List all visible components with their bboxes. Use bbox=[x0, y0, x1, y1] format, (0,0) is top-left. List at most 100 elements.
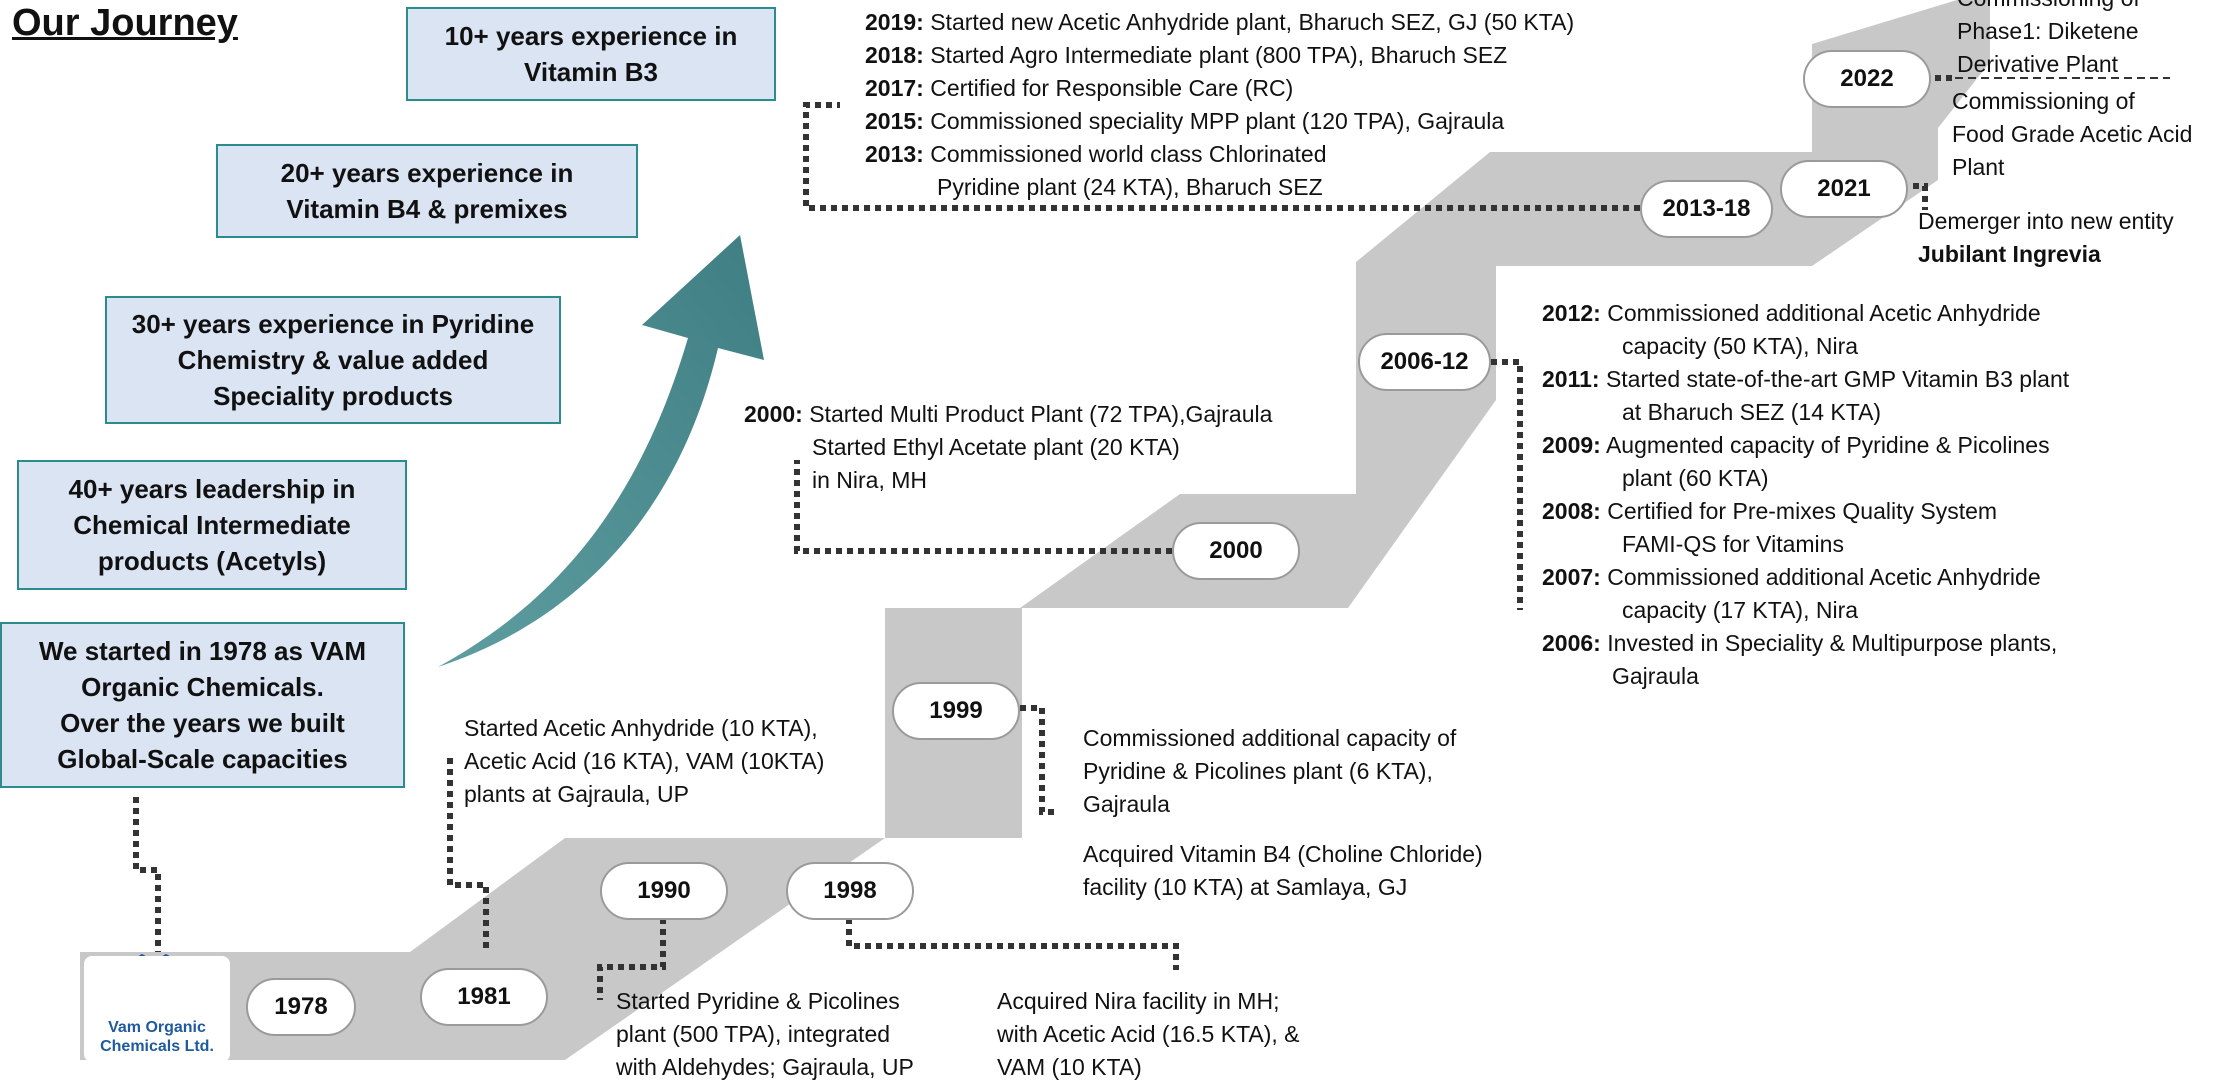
note-year: 2006: bbox=[1542, 630, 1601, 656]
note-line: Started state-of-the-art GMP Vitamin B3 … bbox=[1605, 366, 2070, 392]
connector-1978 bbox=[133, 797, 161, 952]
note-line: Commissioning of bbox=[1952, 88, 2135, 114]
connector-2013 bbox=[803, 102, 1640, 211]
note-2022-food-grade: Commissioning of Food Grade Acetic Acid … bbox=[1952, 85, 2192, 184]
note-year: 2012: bbox=[1542, 300, 1601, 326]
connector-2021 bbox=[1913, 183, 1928, 210]
note-line: at Bharuch SEZ (14 KTA) bbox=[1622, 399, 1882, 425]
experience-box-origin: We started in 1978 as VAM Organic Chemic… bbox=[0, 622, 405, 788]
note-line: Acquired Nira facility in MH; bbox=[997, 988, 1280, 1014]
connector-1990 bbox=[597, 918, 666, 1000]
note-year: 2007: bbox=[1542, 564, 1601, 590]
note-line: Commissioned world class Chlorinated bbox=[930, 141, 1327, 167]
year-pill-1978: 1978 bbox=[246, 978, 356, 1036]
note-line: Derivative Plant bbox=[1957, 51, 2119, 77]
note-line: Certified for Responsible Care (RC) bbox=[930, 75, 1294, 101]
year-pill-1981: 1981 bbox=[420, 968, 548, 1026]
year-pill-1998: 1998 bbox=[786, 862, 914, 920]
note-line: Commissioned additional capacity of bbox=[1083, 725, 1457, 751]
note-line: Started Ethyl Acetate plant (20 KTA) bbox=[812, 434, 1180, 460]
logo-text-line: Vam Organic bbox=[108, 1019, 206, 1036]
year-pill-2013-18: 2013-18 bbox=[1640, 180, 1773, 238]
connector-2000 bbox=[794, 460, 1172, 554]
note-line: Demerger into new entity bbox=[1918, 208, 2174, 234]
note-1981: Started Acetic Anhydride (10 KTA), Aceti… bbox=[464, 712, 824, 811]
box-line: 30+ years experience in Pyridine bbox=[131, 309, 535, 339]
timeline-staircase bbox=[80, 0, 1990, 1060]
note-year: 2018: bbox=[865, 42, 924, 68]
note-line: Pyridine & Picolines plant (6 KTA), bbox=[1083, 758, 1433, 784]
box-line: products (Acetyls) bbox=[97, 546, 327, 576]
note-line: Plant bbox=[1952, 154, 2005, 180]
note-line: plants at Gajraula, UP bbox=[464, 781, 690, 807]
note-1998: Acquired Nira facility in MH; with Aceti… bbox=[997, 985, 1300, 1084]
experience-box-vitamin-b4: 20+ years experience in Vitamin B4 & pre… bbox=[216, 144, 638, 238]
box-line: 40+ years leadership in bbox=[68, 474, 356, 504]
note-line: Food Grade Acetic Acid bbox=[1952, 121, 2193, 147]
note-line: Started Acetic Anhydride (10 KTA), bbox=[464, 715, 818, 741]
connector-1999 bbox=[1020, 705, 1058, 815]
note-2022-diketene: Commissioning of Phase1: Diketene Deriva… bbox=[1957, 0, 2140, 81]
box-line: We started in 1978 as VAM bbox=[38, 636, 367, 666]
note-line: Commissioned additional Acetic Anhydride bbox=[1607, 564, 2041, 590]
box-line: Chemical Intermediate bbox=[73, 510, 351, 540]
note-line: Acquired Vitamin B4 (Choline Chloride) bbox=[1083, 841, 1483, 867]
box-line: Organic Chemicals. bbox=[81, 672, 324, 702]
year-pill-2021: 2021 bbox=[1780, 160, 1908, 218]
logo-text-line: Chemicals Ltd. bbox=[100, 1038, 214, 1055]
box-line: Vitamin B3 bbox=[524, 57, 658, 87]
note-line: Started Agro Intermediate plant (800 TPA… bbox=[930, 42, 1508, 68]
experience-box-vitamin-b3: 10+ years experience in Vitamin B3 bbox=[406, 7, 776, 101]
note-line: Commissioned speciality MPP plant (120 T… bbox=[930, 108, 1505, 134]
box-line: 10+ years experience in bbox=[444, 21, 738, 51]
note-year: 2019: bbox=[865, 9, 924, 35]
experience-box-acetyls: 40+ years leadership in Chemical Interme… bbox=[17, 460, 407, 590]
note-2013-18: 2019: Started new Acetic Anhydride plant… bbox=[865, 6, 1574, 204]
company-logo: Vam Organic Chemicals Ltd. bbox=[84, 956, 230, 1062]
year-pill-2022: 2022 bbox=[1803, 50, 1931, 108]
note-line: Pyridine plant (24 KTA), Bharuch SEZ bbox=[937, 174, 1323, 200]
note-line: with Aldehydes; Gajraula, UP bbox=[616, 1054, 914, 1080]
note-1990: Started Pyridine & Picolines plant (500 … bbox=[616, 985, 914, 1084]
note-line: Commissioned additional Acetic Anhydride bbox=[1607, 300, 2041, 326]
note-line: VAM (10 KTA) bbox=[997, 1054, 1142, 1080]
note-line: in Nira, MH bbox=[812, 467, 928, 493]
note-year: 2008: bbox=[1542, 498, 1601, 524]
note-line: Certified for Pre-mixes Quality System bbox=[1607, 498, 1998, 524]
note-year: 2011: bbox=[1542, 366, 1600, 392]
note-1999-acquired: Acquired Vitamin B4 (Choline Chloride) f… bbox=[1083, 838, 1483, 904]
note-year: 2017: bbox=[865, 75, 924, 101]
year-pill-2000: 2000 bbox=[1172, 522, 1300, 580]
year-pill-2006-12: 2006-12 bbox=[1358, 333, 1491, 391]
connector-1981 bbox=[447, 758, 489, 952]
note-line: Gajraula bbox=[1612, 663, 1699, 689]
note-line: Started new Acetic Anhydride plant, Bhar… bbox=[930, 9, 1575, 35]
note-1999-commissioned: Commissioned additional capacity of Pyri… bbox=[1083, 722, 1456, 821]
note-line: facility (10 KTA) at Samlaya, GJ bbox=[1083, 874, 1408, 900]
note-line: Phase1: Diketene bbox=[1957, 18, 2139, 44]
note-year: 2013: bbox=[865, 141, 924, 167]
box-line: Speciality products bbox=[213, 381, 453, 411]
note-year: 2015: bbox=[865, 108, 924, 134]
note-line: Augmented capacity of Pyridine & Picolin… bbox=[1605, 432, 2050, 458]
note-2021: Demerger into new entity Jubilant Ingrev… bbox=[1918, 205, 2174, 271]
note-line: with Acetic Acid (16.5 KTA), & bbox=[997, 1021, 1300, 1047]
note-line: Gajraula bbox=[1083, 791, 1170, 817]
note-line: Started Pyridine & Picolines bbox=[616, 988, 900, 1014]
note-line: Started Multi Product Plant (72 TPA),Gaj… bbox=[809, 401, 1273, 427]
year-pill-1990: 1990 bbox=[600, 862, 728, 920]
note-line: Invested in Speciality & Multipurpose pl… bbox=[1607, 630, 2058, 656]
growth-arrow bbox=[438, 235, 764, 667]
box-line: Global-Scale capacities bbox=[57, 744, 348, 774]
box-line: Over the years we built bbox=[60, 708, 345, 738]
page-title: Our Journey bbox=[12, 2, 238, 44]
note-line: capacity (17 KTA), Nira bbox=[1622, 597, 1859, 623]
note-year: 2009: bbox=[1542, 432, 1601, 458]
note-line: capacity (50 KTA), Nira bbox=[1622, 333, 1859, 359]
note-line: plant (500 TPA), integrated bbox=[616, 1021, 891, 1047]
box-line: 20+ years experience in bbox=[280, 158, 574, 188]
note-2000: 2000: Started Multi Product Plant (72 TP… bbox=[744, 398, 1272, 497]
note-line: FAMI-QS for Vitamins bbox=[1622, 531, 1844, 557]
